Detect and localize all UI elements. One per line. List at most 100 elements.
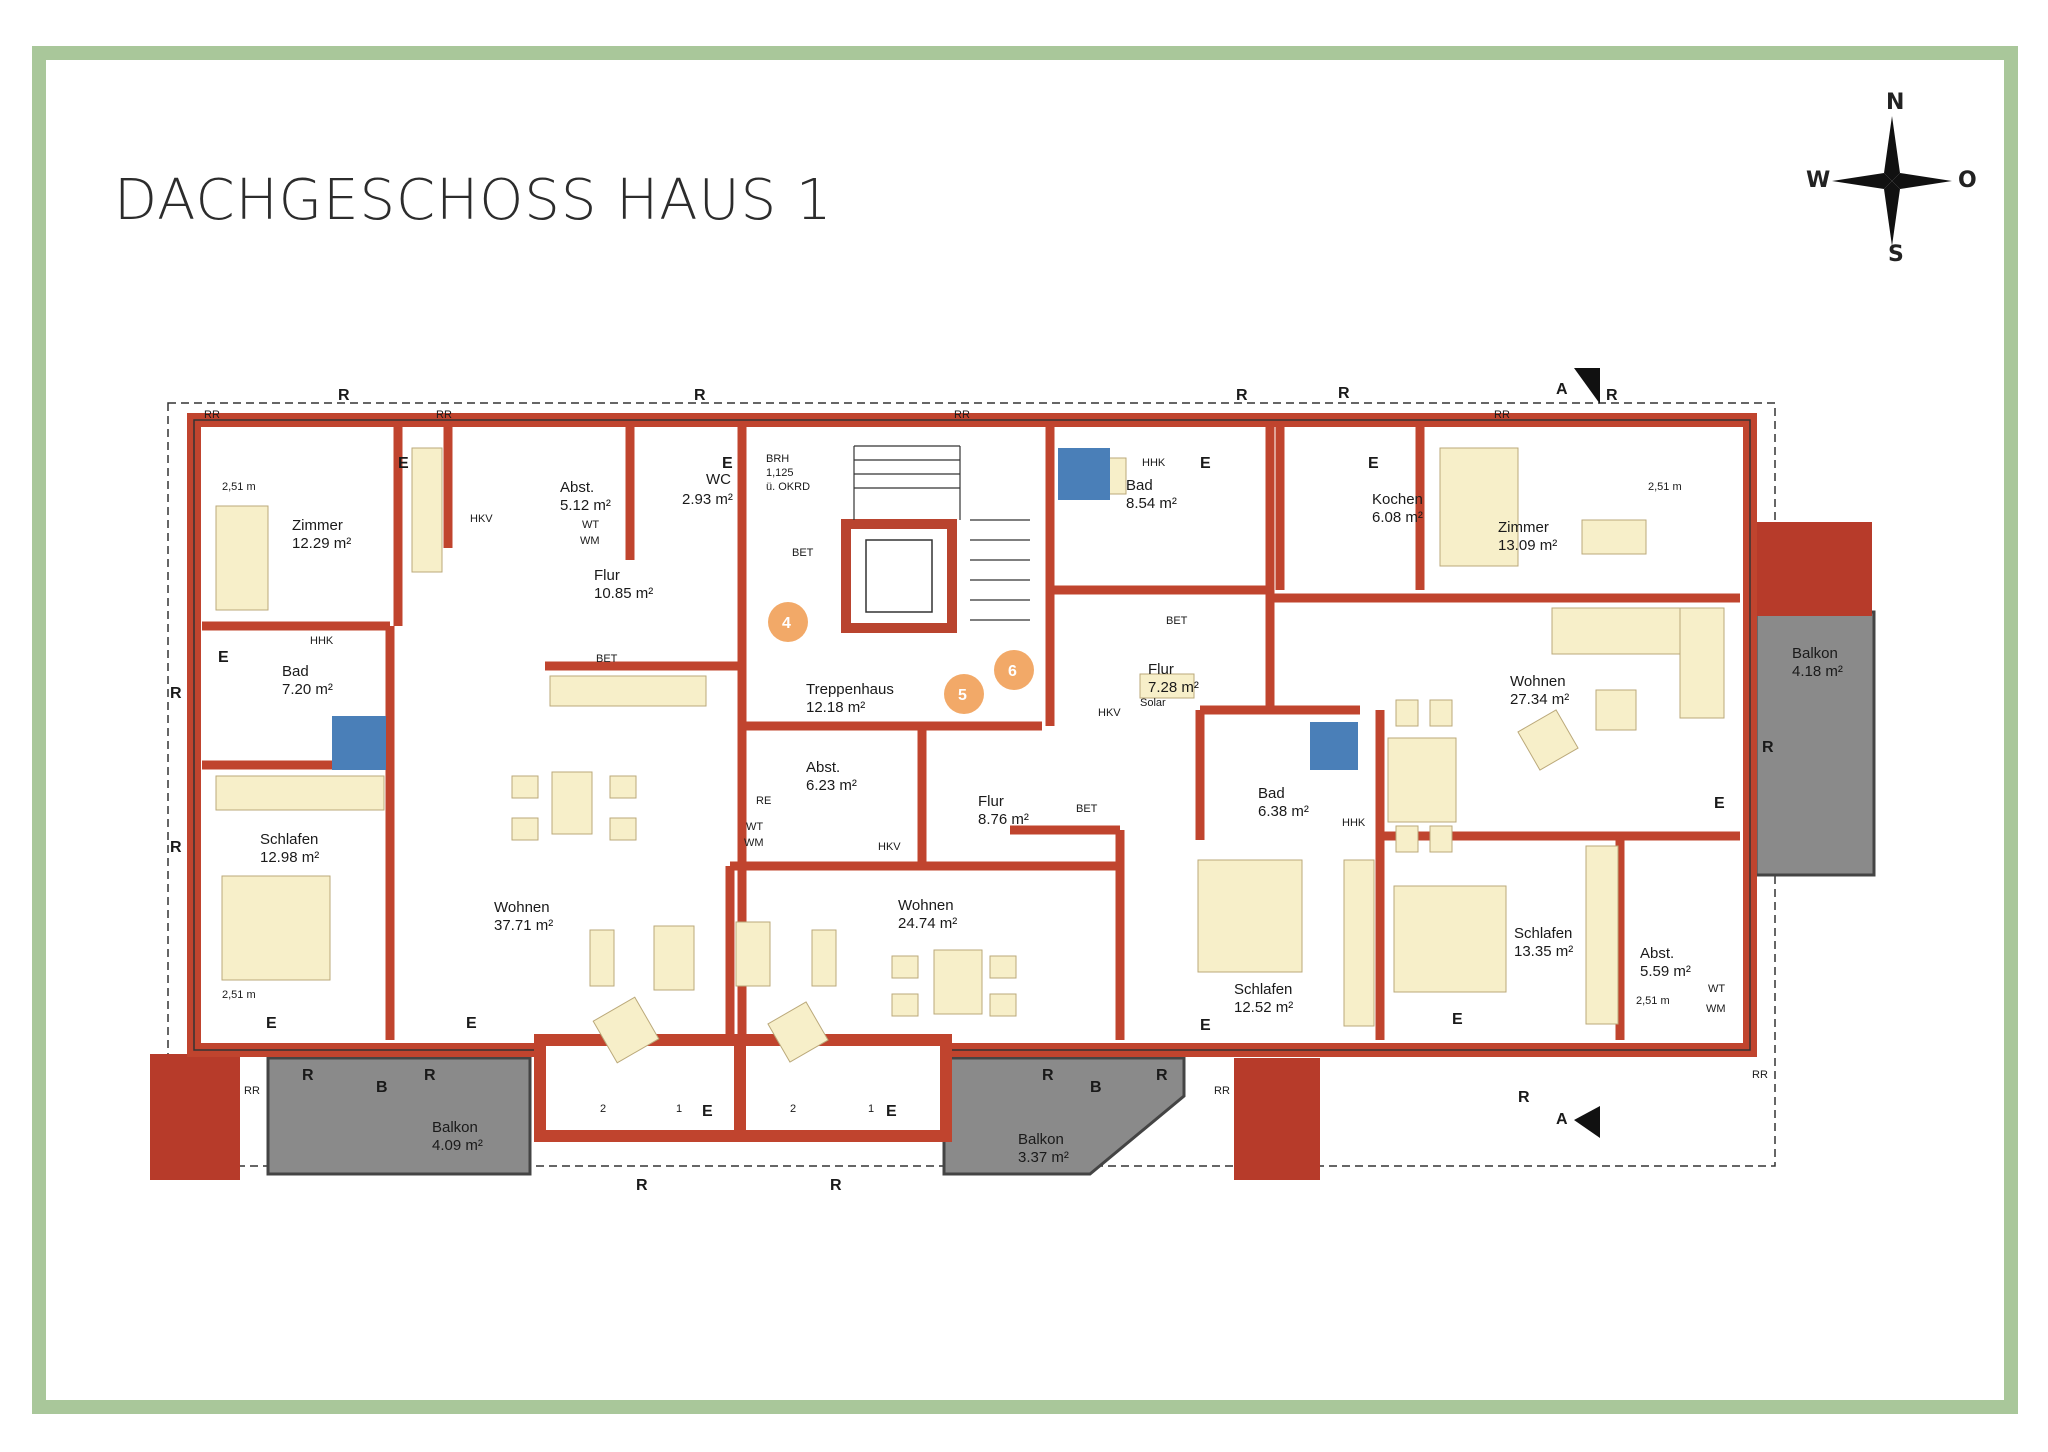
svg-text:RR: RR <box>1494 409 1510 421</box>
svg-text:WM: WM <box>744 837 764 849</box>
room-name: Schlafen <box>1514 925 1572 942</box>
room-name: Flur <box>1148 661 1174 678</box>
svg-text:R: R <box>170 839 182 856</box>
room-area: 4.09 m² <box>432 1137 483 1154</box>
svg-text:RR: RR <box>1214 1085 1230 1097</box>
svg-text:R: R <box>1518 1089 1530 1106</box>
room-name: WC <box>706 471 731 488</box>
svg-text:HHK: HHK <box>310 635 334 647</box>
marker-5 <box>944 674 984 714</box>
svg-text:E: E <box>702 1103 713 1120</box>
marker-label: 5 <box>958 687 967 704</box>
marker-label: 6 <box>1008 663 1017 680</box>
bay-west <box>534 1034 746 1142</box>
room-area: 8.54 m² <box>1126 495 1177 512</box>
svg-text:WT: WT <box>582 519 599 531</box>
room-name: Balkon <box>432 1119 478 1136</box>
svg-text:WT: WT <box>746 821 763 833</box>
svg-text:2,51 m: 2,51 m <box>222 481 256 493</box>
room-area: 5.12 m² <box>560 497 611 514</box>
balcony-east <box>1754 522 1876 877</box>
svg-text:BRH: BRH <box>766 453 789 465</box>
svg-text:R: R <box>338 387 350 404</box>
svg-text:R: R <box>1762 739 1774 756</box>
room-name: Abst. <box>560 479 594 496</box>
room-name: Schlafen <box>1234 981 1292 998</box>
room-name: Flur <box>594 567 620 584</box>
compass-west: W <box>1806 168 1831 193</box>
svg-text:Solar: Solar <box>1140 697 1166 709</box>
svg-text:2,51 m: 2,51 m <box>1636 995 1670 1007</box>
svg-text:R: R <box>830 1177 842 1194</box>
svg-text:1: 1 <box>676 1103 682 1115</box>
room-area: 6.08 m² <box>1372 509 1423 526</box>
room-area: 12.18 m² <box>806 699 865 716</box>
svg-text:E: E <box>722 455 733 472</box>
room-name: Treppenhaus <box>806 681 894 698</box>
svg-text:2: 2 <box>600 1103 606 1115</box>
svg-text:BET: BET <box>596 653 618 665</box>
svg-text:E: E <box>1200 455 1211 472</box>
svg-text:HKV: HKV <box>470 513 493 525</box>
bay-center <box>734 1034 952 1142</box>
svg-text:E: E <box>1368 455 1379 472</box>
svg-text:ü. OKRD: ü. OKRD <box>766 481 810 493</box>
svg-text:R: R <box>1338 385 1350 402</box>
brh-note: BRH 1,125 ü. OKRD <box>766 453 810 493</box>
room-name: Wohnen <box>1510 673 1566 690</box>
balcony-southcenter <box>942 1056 1320 1180</box>
outer-wall-line <box>193 419 1751 1051</box>
compass: N S W O <box>1806 90 1977 267</box>
room-name: Bad <box>282 663 309 680</box>
svg-text:R: R <box>424 1067 436 1084</box>
svg-text:B: B <box>376 1079 388 1096</box>
svg-text:2,51 m: 2,51 m <box>222 989 256 1001</box>
balcony-southwest <box>150 1054 532 1180</box>
svg-text:2: 2 <box>790 1103 796 1115</box>
room-name: Bad <box>1126 477 1153 494</box>
room-name: Wohnen <box>494 899 550 916</box>
page-title: DACHGESCHOSS HAUS 1 <box>114 168 833 233</box>
svg-text:R: R <box>302 1067 314 1084</box>
section-arrow-icon <box>1574 1106 1600 1138</box>
svg-text:R: R <box>1156 1067 1168 1084</box>
svg-text:E: E <box>398 455 409 472</box>
svg-text:B: B <box>1090 1079 1102 1096</box>
room-area: 6.38 m² <box>1258 803 1309 820</box>
svg-text:E: E <box>1200 1017 1211 1034</box>
room-area: 12.98 m² <box>260 849 319 866</box>
svg-text:R: R <box>1042 1067 1054 1084</box>
room-area: 12.52 m² <box>1234 999 1293 1016</box>
room-name: Balkon <box>1018 1131 1064 1148</box>
svg-text:E: E <box>1452 1011 1463 1028</box>
room-area: 12.29 m² <box>292 535 351 552</box>
svg-text:RR: RR <box>1752 1069 1768 1081</box>
interior-walls <box>202 426 1740 1040</box>
svg-text:R: R <box>1236 387 1248 404</box>
room-area: 13.09 m² <box>1498 537 1557 554</box>
room-name: Zimmer <box>1498 519 1549 536</box>
svg-text:E: E <box>1714 795 1725 812</box>
svg-text:WT: WT <box>1708 983 1725 995</box>
svg-text:1,125: 1,125 <box>766 467 794 479</box>
room-name: Schlafen <box>260 831 318 848</box>
marker-4 <box>768 602 808 642</box>
svg-text:RR: RR <box>954 409 970 421</box>
compass-east: O <box>1958 168 1977 193</box>
svg-text:A: A <box>1556 1111 1568 1128</box>
marker-6 <box>994 650 1034 690</box>
room-area: 3.37 m² <box>1018 1149 1069 1166</box>
svg-text:RE: RE <box>756 795 771 807</box>
svg-text:R: R <box>1606 387 1618 404</box>
svg-text:HKV: HKV <box>1098 707 1121 719</box>
staircase <box>841 445 1030 633</box>
room-area: 5.59 m² <box>1640 963 1691 980</box>
svg-text:HHK: HHK <box>1342 817 1366 829</box>
svg-text:HHK: HHK <box>1142 457 1166 469</box>
room-name: Kochen <box>1372 491 1423 508</box>
svg-text:E: E <box>218 649 229 666</box>
svg-text:A: A <box>1556 381 1568 398</box>
room-name: Balkon <box>1792 645 1838 662</box>
svg-text:BET: BET <box>792 547 814 559</box>
